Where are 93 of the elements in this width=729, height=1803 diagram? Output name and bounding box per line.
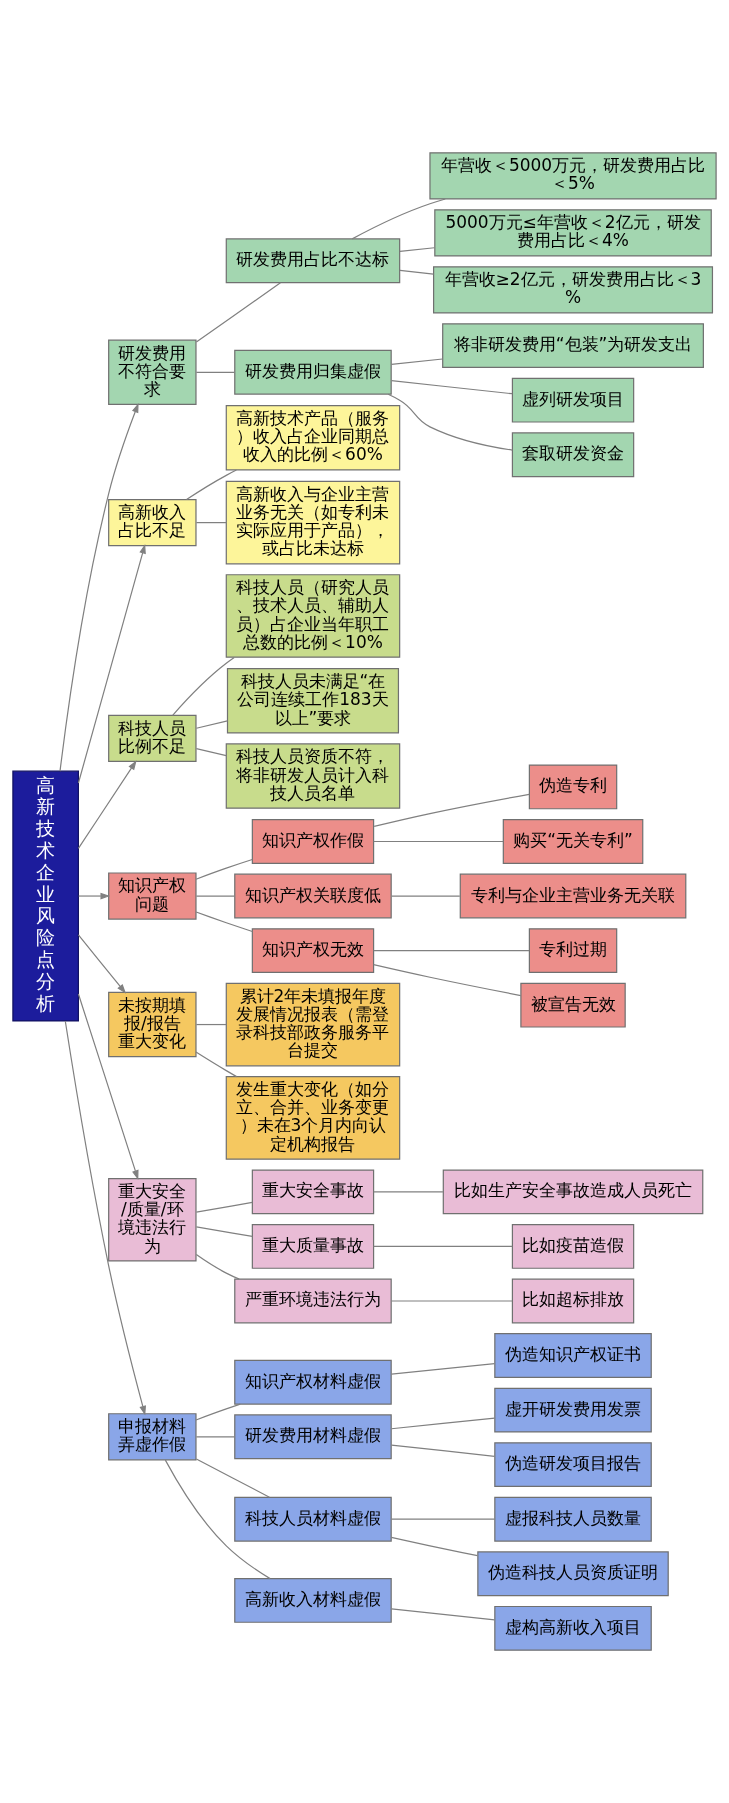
node-box: 科技人员（研究人员、技术人员、辅助人员）占企业当年职工总数的比例＜10%	[225, 574, 401, 658]
connector	[195, 858, 253, 880]
connector	[195, 1458, 271, 1498]
node-box: 伪造专利	[528, 764, 618, 810]
connector	[387, 393, 513, 451]
node-box: 专利与企业主营业务无关联	[459, 873, 687, 919]
node-box: 被宣告无效	[520, 982, 626, 1028]
node-box: 比如超标排放	[511, 1278, 635, 1324]
connector	[390, 1300, 513, 1302]
node-box: 研发费用归集虚假	[234, 349, 392, 395]
node-box: 年营收＜5000万元，研发费用占比＜5%	[429, 152, 717, 200]
node-box: 专利过期	[528, 928, 618, 974]
connector	[185, 469, 237, 501]
node-box: 年营收≥2亿元，研发费用占比＜3%	[433, 266, 714, 314]
arrow	[77, 993, 139, 1180]
connector	[390, 1362, 496, 1375]
connector	[164, 1459, 271, 1580]
node-box: 科技人员未满足“在公司连续工作183天以上”要求	[226, 668, 400, 734]
node-box: 伪造知识产权证书	[494, 1333, 652, 1378]
node-box: 比如生产安全事故造成人员死亡	[442, 1169, 704, 1215]
node-box: 科技人员资质不符，将非研发人员计入科技人员名单	[225, 743, 401, 809]
node-box: 累计2年未填报年度发展情况报表（需登录科技部政务服务平台提交	[225, 982, 401, 1067]
node-box: 将非研发费用“包装”为研发支出	[442, 323, 704, 369]
node-box: 伪造科技人员资质证明	[477, 1551, 669, 1597]
node-box: 伪造研发项目报告	[494, 1442, 652, 1488]
connector	[390, 1536, 479, 1557]
node-box: 重大质量事故	[251, 1224, 375, 1269]
connector	[195, 1403, 241, 1421]
connector	[373, 950, 530, 952]
node-box: 高新收入占比不足	[108, 499, 197, 547]
node-box: 高新收入材料虚假	[234, 1578, 392, 1623]
connector	[195, 1226, 253, 1237]
arrow	[64, 1020, 146, 1416]
node-box: 比如疫苗造假	[511, 1224, 635, 1269]
node-box: 高新技术企业风险点分析	[12, 770, 79, 1022]
connector	[195, 1201, 253, 1213]
connector	[195, 1023, 227, 1026]
arrow	[78, 892, 111, 900]
connector	[399, 269, 435, 275]
node-box: 高新收入与企业主营业务无关（如专利未实际应用于产品），或占比未达标	[225, 480, 401, 565]
arrow	[59, 403, 139, 772]
connector	[390, 1444, 496, 1457]
connector	[390, 895, 461, 897]
node-box: 购买“无关专利”	[502, 819, 644, 864]
node-box: 严重环境违法行为	[234, 1278, 392, 1324]
node-box: 5000万元≤年营收＜2亿元，研发费用占比＜4%	[434, 209, 712, 257]
node-box: 虚构高新收入项目	[494, 1605, 652, 1651]
node-box: 重大安全事故	[251, 1169, 375, 1215]
node-box: 未按期填报/报告重大变化	[108, 991, 197, 1058]
node-box: 研发费用不符合要求	[108, 339, 197, 406]
node-box: 虚列研发项目	[511, 377, 635, 423]
connector	[373, 964, 522, 997]
connector	[390, 358, 444, 365]
arrow	[77, 934, 127, 994]
connector	[390, 1417, 496, 1430]
node-box: 知识产权无效	[251, 928, 375, 974]
node-box: 重大安全/质量/环境违法行为	[108, 1177, 197, 1262]
connector	[351, 198, 446, 240]
node-box: 知识产权问题	[108, 872, 197, 920]
arrow	[77, 543, 146, 784]
connector	[195, 1253, 240, 1280]
connector	[195, 282, 282, 343]
connector	[195, 748, 227, 757]
connector	[195, 1436, 236, 1438]
connector	[195, 1051, 238, 1078]
connector	[195, 522, 227, 524]
connector	[195, 720, 229, 729]
arrow	[77, 760, 137, 849]
connector	[390, 1608, 496, 1621]
node-box: 科技人员材料虚假	[234, 1496, 392, 1542]
node-box: 高新技术产品（服务）收入占企业同期总收入的比例＜60%	[225, 405, 401, 471]
node-box: 研发费用占比不达标	[225, 238, 401, 284]
node-box: 虚报科技人员数量	[494, 1496, 652, 1542]
connector	[195, 895, 236, 897]
connector	[373, 840, 504, 843]
node-box: 知识产权关联度低	[234, 873, 392, 919]
node-box: 研发费用材料虚假	[234, 1414, 392, 1460]
node-box: 申报材料弄虚作假	[108, 1413, 197, 1461]
node-box: 知识产权作假	[251, 819, 375, 864]
connector	[373, 1245, 513, 1248]
node-box: 发生重大变化（如分立、合并、业务变更）未在3个月内向认定机构报告	[225, 1076, 401, 1160]
connector	[373, 793, 530, 828]
connector	[373, 1191, 444, 1193]
connector	[195, 911, 253, 933]
node-box: 套取研发资金	[511, 432, 635, 478]
connector	[390, 1518, 496, 1520]
node-box: 虚开研发费用发票	[494, 1387, 652, 1433]
connector	[390, 380, 513, 395]
connector	[399, 247, 435, 253]
node-box: 知识产权材料虚假	[234, 1359, 392, 1405]
connector	[195, 371, 236, 373]
node-box: 科技人员比例不足	[108, 714, 197, 763]
connector	[172, 656, 235, 716]
